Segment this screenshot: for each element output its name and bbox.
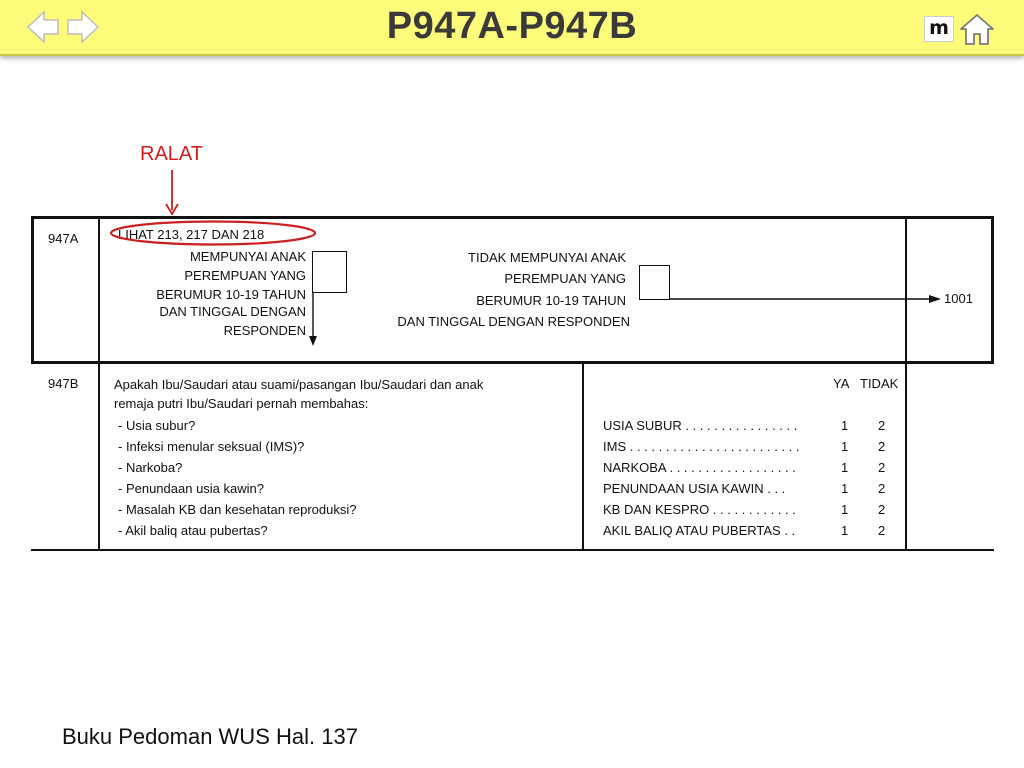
list-item-prompt: - Infeksi menular seksual (IMS)?	[118, 439, 305, 454]
list-item-prompt: - Narkoba?	[118, 460, 183, 475]
skip-target: 1001	[944, 291, 973, 306]
answer-code-tidak[interactable]: 2	[878, 481, 886, 496]
question-text-line-1: Apakah Ibu/Saudari atau suami/pasangan I…	[114, 377, 484, 392]
has-child-line-2: PEREMPUAN YANG	[184, 268, 306, 283]
answer-code-tidak[interactable]: 2	[878, 502, 886, 517]
answer-label: AKIL BALIQ ATAU PUBERTAS . .	[603, 523, 796, 538]
answer-label: USIA SUBUR . . . . . . . . . . . . . . .…	[603, 418, 798, 433]
continue-arrow	[309, 292, 317, 346]
question-code: 947B	[48, 376, 79, 391]
has-child-checkbox[interactable]	[312, 251, 347, 293]
column-header-ya: YA	[833, 376, 850, 391]
answer-label: KB DAN KESPRO . . . . . . . . . . . .	[603, 502, 796, 517]
table-border-top	[31, 216, 994, 219]
highlight-ellipse	[109, 220, 317, 246]
answer-code-ya[interactable]: 1	[841, 502, 849, 517]
page-title: P947A-P947B	[386, 5, 638, 47]
title-bar: P947A-P947B m	[0, 0, 1024, 56]
table-border-bottom	[31, 549, 994, 551]
no-child-line-1: TIDAK MEMPUNYAI ANAK	[468, 250, 626, 265]
list-item-prompt: - Masalah KB dan kesehatan reproduksi?	[118, 502, 357, 517]
answer-code-ya[interactable]: 1	[841, 418, 849, 433]
answer-code-ya[interactable]: 1	[841, 460, 849, 475]
answer-label: IMS . . . . . . . . . . . . . . . . . . …	[603, 439, 800, 454]
column-header-tidak: TIDAK	[860, 376, 899, 391]
answer-label: PENUNDAAN USIA KAWIN . . .	[603, 481, 786, 496]
answer-code-tidak[interactable]: 2	[878, 439, 886, 454]
answer-code-ya[interactable]: 1	[841, 481, 849, 496]
has-child-line-1: MEMPUNYAI ANAK	[189, 249, 306, 264]
list-item-prompt: - Akil baliq atau pubertas?	[118, 523, 268, 538]
ralat-label: RALAT	[140, 143, 203, 165]
question-code: 947A	[48, 231, 79, 246]
table-border-middle	[31, 361, 994, 364]
footer-reference: Buku Pedoman WUS Hal. 137	[62, 724, 358, 749]
skip-arrow	[669, 295, 941, 303]
question-text-line-2: remaja putri Ibu/Saudari pernah membahas…	[114, 396, 369, 411]
arrow-left-icon[interactable]	[26, 9, 60, 45]
answer-label: NARKOBA . . . . . . . . . . . . . . . . …	[603, 460, 796, 475]
skip-column-divider	[905, 216, 907, 550]
no-child-line-3: BERUMUR 10-19 TAHUN	[476, 293, 626, 308]
m-button[interactable]: m	[924, 16, 954, 42]
list-item-prompt: - Penundaan usia kawin?	[118, 481, 264, 496]
table-border-right	[991, 216, 994, 364]
answer-code-tidak[interactable]: 2	[878, 460, 886, 475]
list-item-prompt: - Usia subur?	[118, 418, 196, 433]
has-child-line-5: RESPONDEN	[223, 323, 306, 338]
arrow-right-icon[interactable]	[66, 9, 100, 45]
no-child-checkbox[interactable]	[639, 265, 670, 300]
answer-column-divider	[582, 364, 584, 550]
see-note: LIHAT 213, 217 DAN 218	[118, 227, 265, 242]
has-child-line-3: BERUMUR 10-19 TAHUN	[156, 287, 306, 302]
no-child-line-4: DAN TINGGAL DENGAN RESPONDEN	[397, 314, 630, 329]
ralat-arrow	[165, 170, 179, 216]
answer-code-ya[interactable]: 1	[841, 523, 849, 538]
no-child-line-2: PEREMPUAN YANG	[504, 271, 626, 286]
has-child-line-4: DAN TINGGAL DENGAN	[159, 304, 306, 319]
code-column-divider	[98, 216, 100, 550]
answer-code-tidak[interactable]: 2	[878, 418, 886, 433]
table-border-left	[31, 216, 34, 364]
answer-code-ya[interactable]: 1	[841, 439, 849, 454]
answer-code-tidak[interactable]: 2	[878, 523, 886, 538]
home-icon[interactable]	[957, 11, 997, 47]
